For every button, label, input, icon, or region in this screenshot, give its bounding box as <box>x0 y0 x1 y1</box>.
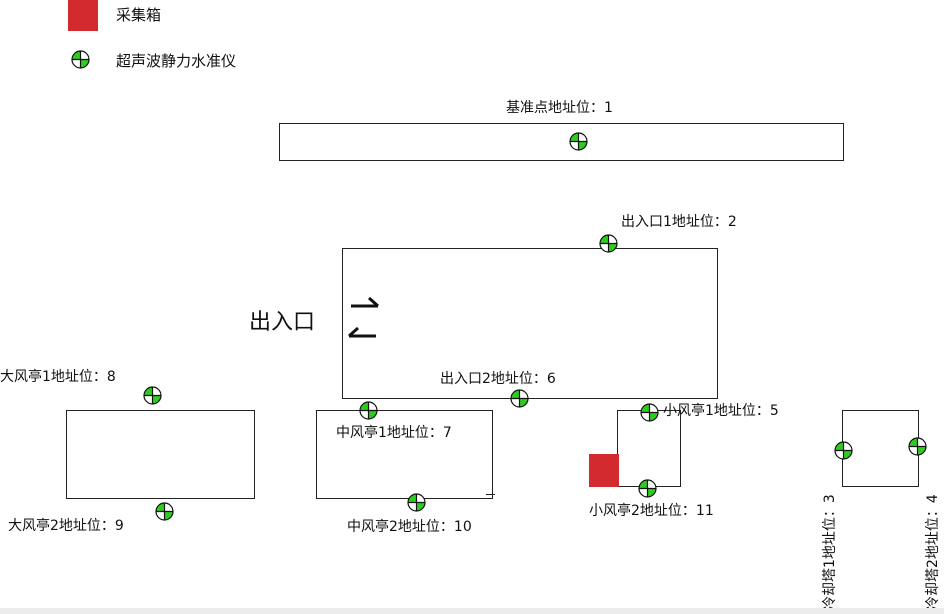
point-6-label: 出入口2地址位：6 <box>440 371 556 387</box>
middle-vent-structure <box>316 410 493 499</box>
entrance-label: 出入口 <box>249 310 316 335</box>
sensor-2-icon <box>599 234 618 253</box>
sensor-4-icon <box>908 437 927 456</box>
legend-sensor-label: 超声波静力水准仪 <box>116 52 237 70</box>
point-8-label: 大风亭1地址位：8 <box>0 369 116 385</box>
arrow-right-icon <box>351 296 379 308</box>
entrance-structure <box>342 248 718 399</box>
legend-sensor-icon <box>71 50 90 69</box>
point-10-label: 中风亭2地址位：10 <box>347 519 472 535</box>
point-5-label: 小风亭1地址位：5 <box>663 403 779 419</box>
sensor-7-icon <box>359 401 378 420</box>
point-2-label: 出入口1地址位：2 <box>621 214 737 230</box>
sensor-10-icon <box>407 493 426 512</box>
point-3-label: 冷却塔1地址位：3 <box>822 494 838 610</box>
point-9-label: 大风亭2地址位：9 <box>8 518 124 534</box>
sensor-9-icon <box>155 502 174 521</box>
sensor-3-icon <box>834 441 853 460</box>
sensor-5-icon <box>640 403 659 422</box>
bottom-edge <box>0 608 944 614</box>
point-4-label: 冷却塔2地址位：4 <box>925 494 941 610</box>
sensor-11-icon <box>638 479 657 498</box>
collector-box <box>589 454 619 487</box>
cooling-tower-structure <box>842 410 919 487</box>
large-vent-structure <box>66 410 255 499</box>
sensor-1-icon <box>569 132 588 151</box>
point-1-label: 基准点地址位：1 <box>506 100 613 116</box>
legend-collector-swatch <box>68 0 98 31</box>
legend-collector-label: 采集箱 <box>116 6 162 24</box>
middle-vent-tick <box>486 494 495 495</box>
sensor-8-icon <box>143 386 162 405</box>
point-7-label: 中风亭1地址位：7 <box>336 425 452 441</box>
sensor-6-icon <box>510 389 529 408</box>
datum-structure <box>279 123 844 161</box>
arrow-left-icon <box>348 326 376 338</box>
point-11-label: 小风亭2地址位：11 <box>589 503 714 519</box>
